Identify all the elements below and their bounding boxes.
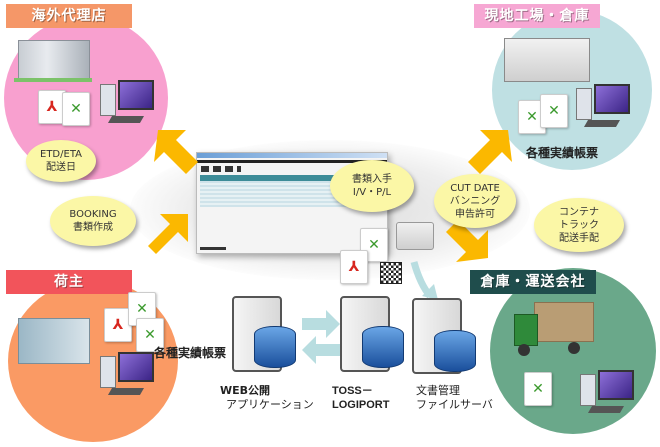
server-caption-line2: ファイルサーバ [416,398,493,411]
bubble-line: CUT DATE [450,182,500,194]
app-titlebar [197,153,387,158]
local-factory-caption: 各種実績帳票 [526,146,599,160]
desktop-computer-icon [100,352,154,402]
pdf-document-icon: ⅄ [340,250,368,284]
shipper-building-icon [18,318,90,364]
web-server-caption: WEB公開 アプリケーション [220,384,314,412]
arrow-from-shipper [148,214,188,258]
cut-date-bubble: CUT DATE バンニング 申告許可 [434,174,516,228]
app-menubar [197,160,387,163]
container-bubble: コンテナ トラック 配送手配 [534,198,624,252]
desktop-computer-icon [576,84,630,134]
bubble-line: 書類入手 [352,174,392,185]
building-lawn [14,78,92,82]
desktop-computer-icon [580,370,634,420]
database-icon [362,326,404,368]
printer-icon [396,222,434,250]
arrow-to-local-factory [468,130,512,174]
bubble-line: BOOKING [69,209,117,220]
local-factory-label: 現地工場・倉庫 [474,4,600,28]
excel-document-icon: ✕ [62,92,90,126]
shipper-caption: 各種実績帳票 [154,346,227,360]
bubble-line: ETD/ETA [40,149,82,160]
app-statusbar [200,247,226,250]
desktop-computer-icon [100,80,154,130]
excel-document-icon: ✕ [524,372,552,406]
excel-document-icon: ✕ [136,318,164,352]
arrow-web-to-toss [302,310,340,338]
server-caption-line1: WEB公開 [220,384,271,397]
app-table-header [200,175,384,181]
app-toolbar [201,166,241,172]
excel-document-icon: ✕ [540,94,568,128]
bubble-line: 書類作成 [73,222,113,233]
bubble-line: 配送手配 [559,232,599,244]
database-icon [434,330,476,372]
shipper-label: 荷主 [6,270,132,294]
arrow-toss-to-web [302,336,340,364]
toss-logiport-caption: TOSS－ LOGIPORT [332,384,389,412]
file-server-caption: 文書管理 ファイルサーバ [416,384,493,412]
bubble-line: コンテナ [559,206,599,218]
etd-eta-bubble: ETD/ETA 配送日 [26,140,96,182]
overseas-agent-label: 海外代理店 [6,4,132,28]
office-building-icon [18,40,90,80]
arrow-to-warehouse [446,220,488,262]
bubble-line: I/V・P/L [352,187,392,198]
warehouse-transport-label: 倉庫・運送会社 [470,270,596,294]
pdf-document-icon: ⅄ [38,90,66,124]
booking-bubble: BOOKING 書類作成 [50,196,136,246]
truck-icon [512,300,594,358]
server-caption-line2: LOGIPORT [332,399,390,411]
qr-code-icon [380,262,402,284]
bubble-line: 申告許可 [455,208,495,220]
bubble-line: トラック [559,219,599,231]
documents-received-bubble: 書類入手 I/V・P/L [330,160,414,212]
server-caption-line1: TOSS－ [332,385,373,397]
server-caption-line1: 文書管理 [416,384,460,397]
factory-building-icon [504,38,590,82]
database-icon [254,326,296,368]
bubble-line: 配送日 [46,162,76,173]
bubble-line: バンニング [449,195,501,207]
server-caption-line2: アプリケーション [226,398,314,411]
pdf-document-icon: ⅄ [104,308,132,342]
arrow-to-overseas-agent [154,130,198,174]
arrow-printer-to-fileserver-head [422,284,438,300]
